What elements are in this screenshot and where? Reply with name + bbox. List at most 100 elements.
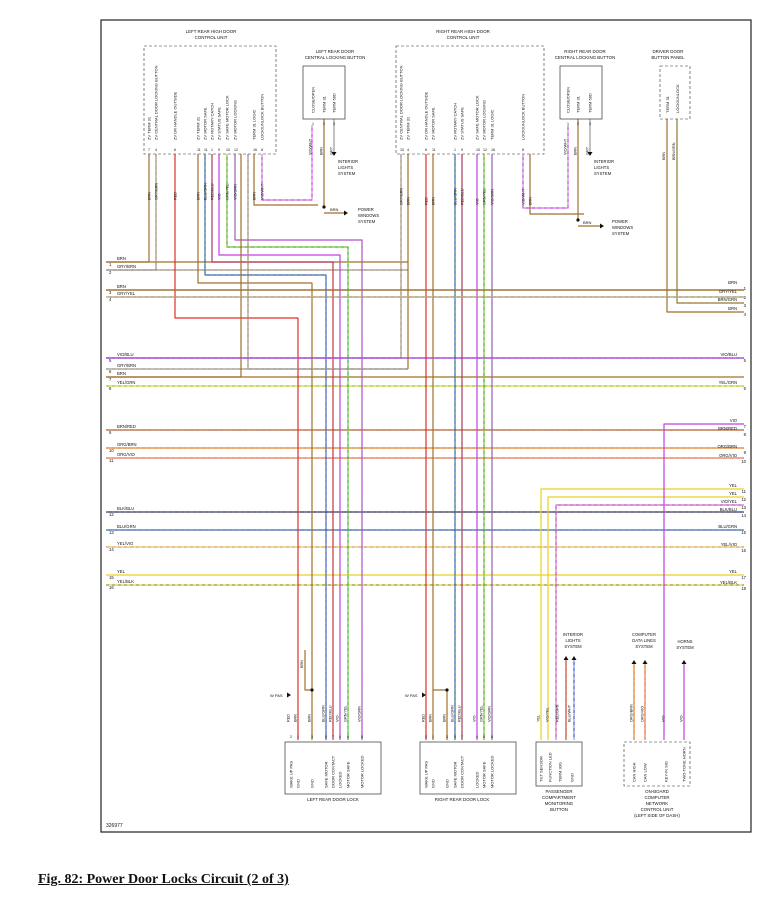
left-unit-pin-number: 7 — [148, 148, 150, 152]
bus-label-left-14: YEL/VIO — [117, 541, 134, 546]
driver-panel-wire-code: BRN/GRN — [672, 142, 676, 160]
right-power-windows-label: POWER — [612, 219, 628, 224]
right-lock-pin-number: 7 — [461, 735, 463, 739]
bus-label-left-9: BRN/RED — [117, 424, 136, 429]
bus-label-left-16: YEL/BLK — [117, 579, 134, 584]
right-interior-lights-label: SYSTEM — [594, 171, 612, 176]
right-unit-wire-code: BRN — [407, 197, 411, 205]
data-arrow-up-icon — [631, 660, 637, 664]
data-arrow-up-icon — [642, 660, 648, 664]
right-control-unit-title: CONTROL UNIT — [447, 35, 480, 40]
right-unit-wire-code: BLU/GRN — [454, 188, 458, 205]
left-unit-pin-number: 11 — [204, 148, 208, 152]
left-unit-wire-vio-wht-stripe — [261, 125, 313, 201]
bus-label-left-15: YEL — [117, 569, 126, 574]
right-button-pin-label: TERM 58D — [588, 93, 593, 113]
right-unit-wire-code: VIO/WHT — [522, 188, 526, 205]
bus-label-right-1: BRN — [728, 280, 737, 285]
pcm-wire-vio-yel-stripe — [555, 504, 744, 740]
right-unit-pin-number: 12 — [483, 148, 487, 152]
bus-number-left-5: 5 — [109, 358, 112, 363]
bus-label-right-2: GRY/YEL — [719, 289, 738, 294]
pcm-button-title: COMPARTMENT — [542, 795, 576, 800]
left-unit-pin-number: 10 — [226, 148, 230, 152]
left-lock-pin-number: 5 — [325, 735, 327, 739]
right-lock-pin-number: 6 — [483, 735, 485, 739]
bus-number-left-4: 4 — [109, 297, 112, 302]
bus-number-right-7: 7 — [744, 424, 747, 429]
bus-number-left-16: 16 — [109, 585, 114, 590]
right-power-windows-label: WINDOWS — [612, 225, 633, 230]
pcm-button-title: PASSENGER — [545, 789, 572, 794]
left-lock-wire-code: BLU/GRN — [322, 705, 326, 722]
left-unit-pin-number: 11 — [197, 148, 201, 152]
right-unit-pin-number: 10 — [400, 148, 404, 152]
right-button-pin-number: 2 — [577, 122, 579, 126]
network-control-unit-title: COMPUTER — [644, 795, 669, 800]
right-locking-button-box — [559, 65, 603, 120]
left-unit-pin-number: 12 — [234, 148, 238, 152]
bus-number-right-17: 17 — [741, 575, 746, 580]
interior-arrow-down-icon — [587, 152, 593, 156]
right-lock-pin-label: MOTOR SAFE — [482, 761, 487, 788]
bus-label-right-18: YEL/BLK — [720, 580, 737, 585]
components-layer — [143, 45, 691, 795]
power-arrow-right-icon — [600, 223, 604, 229]
left-lock-pin-label: WAKE UP PAS — [289, 761, 294, 788]
bus-label-right-12: YEL — [729, 491, 738, 496]
left-unit-wire-vio — [218, 154, 341, 740]
left-unit-pin-number: 16 — [253, 148, 257, 152]
network-control-unit-title: NETWORK — [646, 801, 669, 806]
right-unit-wire-brn-logic — [529, 154, 584, 215]
bus-number-left-6: 6 — [109, 369, 112, 374]
horns-system-label: SYSTEM — [676, 645, 694, 650]
bus-number-left-11: 11 — [109, 458, 114, 463]
left-unit-wire-code: BRN — [253, 192, 257, 200]
left-interior-lights-label: INTERIOR — [338, 159, 358, 164]
right-unit-pin-label: ZV ROTARY CATCH — [453, 103, 458, 140]
horn-arrow-up-icon — [681, 660, 687, 664]
right-lock-pin-label: WAKE UP PAS — [424, 761, 429, 788]
bus-label-left-10: ORG/BRN — [117, 442, 137, 447]
left-lock-wire-code: BRN — [294, 714, 298, 722]
bus-number-left-8: 8 — [109, 386, 112, 391]
bus-label-right-10: ORG/VIO — [719, 453, 738, 458]
right-unit-pin-number: 10 — [476, 148, 480, 152]
splice-dot — [310, 688, 314, 692]
bus-number-right-4: 4 — [744, 312, 747, 317]
right-lock-wire-code: BRN — [429, 714, 433, 722]
right-lock-pin-label: DOOR CONTACT — [460, 755, 465, 788]
left-wpas-label: W PAS — [270, 693, 283, 698]
right-wpas-label: W PAS — [405, 693, 418, 698]
bus-number-right-16: 16 — [741, 548, 746, 553]
left-lock-wire-code: RED/BLU — [329, 705, 333, 722]
right-locking-button-title: RIGHT REAR DOOR — [564, 49, 605, 54]
right-unit-pin-label: TERM 31 LOGIC — [490, 109, 495, 140]
right-lock-pin-label: MOTOR LOCKED — [490, 756, 495, 788]
bus-label-right-7: VIO — [730, 418, 738, 423]
pcm-wire-vio-yel — [555, 504, 744, 740]
bus-label-left-4: GRY/YEL — [117, 291, 136, 296]
left-unit-pin-label: LOCK/UNLOCK BUTTON — [260, 94, 265, 140]
left-control-unit-title: CONTROL UNIT — [195, 35, 228, 40]
right-unit-pin-label: ZV SAFE MOTOR LOCK — [475, 95, 480, 140]
figure-caption: Fig. 82: Power Door Locks Circuit (2 of … — [38, 872, 289, 887]
bus-label-right-5: VIO/BLU — [720, 352, 737, 357]
pcm-pin-label: TERM 30G — [558, 762, 563, 782]
bus-label-right-11: YEL — [729, 483, 738, 488]
left-button-pin-label: TERM 58D — [332, 93, 337, 113]
right-unit-pin-number: 6 — [425, 148, 427, 152]
right-unit-wire-code: VIO/GRN — [491, 189, 495, 205]
right-locking-button-title: CENTRAL LOCKING BUTTON — [555, 55, 616, 60]
pcm-wire-code: YEL — [537, 715, 541, 722]
right-unit-pin-number: 11 — [432, 148, 436, 152]
left-button-pin-label: TERM 31 — [322, 95, 327, 113]
right-unit-pin-number: 1 — [454, 148, 456, 152]
right-lock-pin-label: LOCKED — [475, 771, 480, 788]
left-unit-wire-gry-brn-bus6 — [247, 154, 408, 370]
right-unit-wire-code: RED — [425, 197, 429, 205]
driver-panel-wire-brn — [666, 119, 744, 313]
bus-label-right-6: YEL/GRN — [719, 380, 737, 385]
bus-label-left-13: BLU/GRN — [117, 524, 136, 529]
